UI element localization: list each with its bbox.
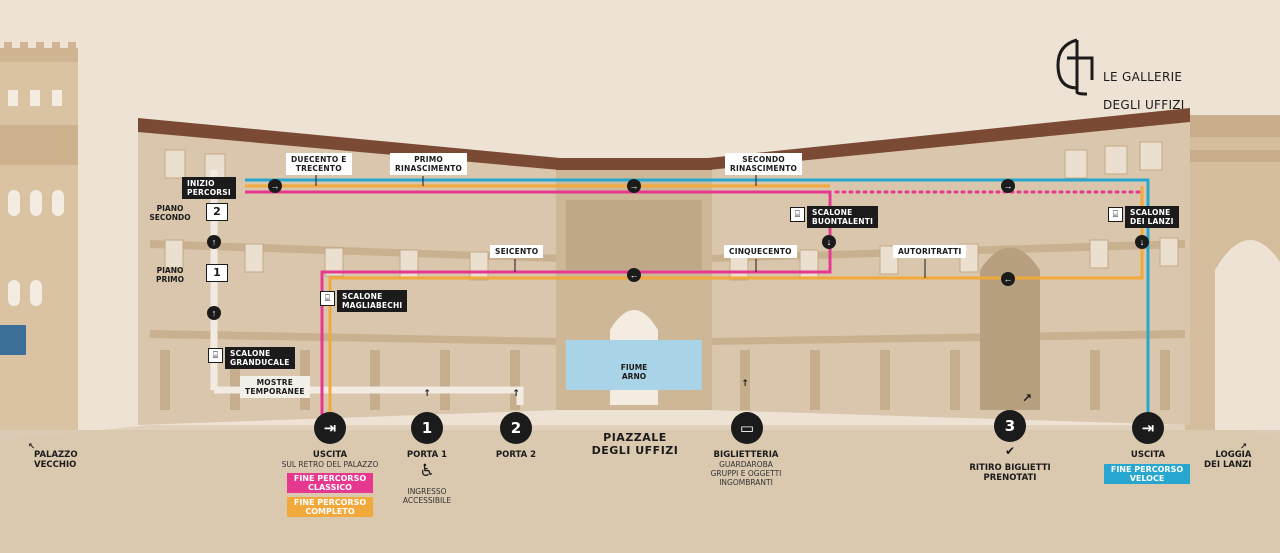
porta-1-title: PORTA 1 (406, 450, 448, 460)
scalone-buontalenti-label: SCALONE BUONTALENTI (807, 206, 879, 228)
left-arrow-icon: ← (1001, 272, 1015, 286)
scalone-lanzi-label: SCALONE DEI LANZI (1125, 206, 1179, 228)
scalone-granducale-label: SCALONE GRANDUCALE (225, 347, 295, 369)
left-arrow-icon: ← (627, 268, 641, 282)
ritiro-number: 3 (994, 410, 1026, 442)
autoritratti-label: AUTORITRATTI (893, 245, 967, 258)
floor-number-second: 2 (206, 203, 228, 221)
logo-line1: LE GALLERIE (1103, 70, 1183, 84)
inizio-percorsi-label: INIZIO PERCORSI (182, 177, 236, 199)
right-arrow-icon: → (268, 179, 282, 193)
diagonal-arrow-icon: ↖ (28, 442, 36, 452)
porta-1-sub: INGRESSO ACCESSIBILE (402, 487, 452, 505)
diagonal-arrow-icon: ↗ (1021, 391, 1033, 405)
up-arrow-icon: ↑ (207, 235, 221, 249)
stairs-icon: ⌸ (790, 207, 805, 222)
porta-2-number: 2 (500, 412, 532, 444)
piazzale-label: PIAZZALE DEGLI UFFIZI (591, 431, 679, 457)
palazzo-vecchio-building (0, 42, 78, 430)
duecento-label: DUECENTO E TRECENTO (286, 153, 352, 175)
route-lines (245, 178, 1150, 425)
stairs-icon: ⌸ (208, 348, 223, 363)
right-arrow-icon: → (627, 179, 641, 193)
down-arrow-icon: ↓ (1135, 235, 1149, 249)
ground-floor-path (214, 386, 524, 405)
floor-number-first: 1 (206, 264, 228, 282)
uscita-left-title: USCITA (312, 450, 348, 460)
ticket-pickup-icon: ✔ (1004, 444, 1016, 458)
fiume-arno-label: FIUME ARNO (620, 363, 648, 381)
scalone-magliabechi-label: SCALONE MAGLIABECHI (337, 290, 408, 312)
ticket-office-icon: ▭ (731, 412, 763, 444)
wheelchair-icon: ♿ (419, 461, 435, 481)
stairs-icon: ⌸ (320, 291, 335, 306)
biglietteria-sub: GUARDAROBA GRUPPI E OGGETTI INGOMBRANTI (710, 460, 782, 487)
up-arrow-icon: ↑ (512, 389, 520, 399)
exit-icon: ⇥ (1132, 412, 1164, 444)
badge-veloce: FINE PERCORSO VELOCE (1104, 464, 1190, 484)
logo-line2: DEGLI UFFIZI (1103, 98, 1185, 112)
exit-icon: ⇥ (314, 412, 346, 444)
seicento-label: SEICENTO (490, 245, 544, 258)
diagonal-arrow-icon: ↗ (1240, 442, 1248, 452)
loggia-building (1185, 115, 1280, 430)
badge-completo: FINE PERCORSO COMPLETO (287, 497, 373, 517)
cinquecento-label: CINQUECENTO (724, 245, 797, 258)
up-arrow-icon: ↑ (423, 389, 431, 399)
right-arrow-icon: → (1001, 179, 1015, 193)
uffizi-right-wing (708, 108, 1190, 425)
loggia-label: LOGGIA DEI LANZI (1204, 450, 1252, 470)
porta-1-number: 1 (411, 412, 443, 444)
arno-river (566, 340, 702, 390)
down-arrow-icon: ↓ (822, 235, 836, 249)
ritiro-title: RITIRO BIGLIETTI PRENOTATI (969, 463, 1051, 483)
uscita-right-title: USCITA (1130, 450, 1166, 460)
floor-label-second: PIANO SECONDO (149, 204, 191, 222)
uffizi-logo-icon (1056, 38, 1094, 96)
badge-classico: FINE PERCORSO CLASSICO (287, 473, 373, 493)
uscita-left-sub: SUL RETRO DEL PALAZZO (281, 460, 379, 469)
uffizi-center (556, 158, 712, 410)
route-complete-line (328, 186, 1144, 425)
logo-text: LE GALLERIE DEGLI UFFIZI (1103, 56, 1185, 112)
biglietteria-title: BIGLIETTERIA (713, 450, 779, 460)
secondo-rinascimento-label: SECONDO RINASCIMENTO (725, 153, 803, 175)
floor-label-first: PIANO PRIMO (156, 266, 184, 284)
stairs-icon: ⌸ (1108, 207, 1123, 222)
palazzo-vecchio-label: PALAZZO VECCHIO (34, 450, 78, 470)
up-arrow-icon: ↑ (207, 306, 221, 320)
up-arrow-icon: ↑ (741, 379, 749, 389)
primo-rinascimento-label: PRIMO RINASCIMENTO (390, 153, 468, 175)
porta-2-title: PORTA 2 (495, 450, 537, 460)
mostre-temporanee-label: MOSTRE TEMPORANEE (240, 376, 310, 398)
route-fast-line (245, 178, 1150, 425)
